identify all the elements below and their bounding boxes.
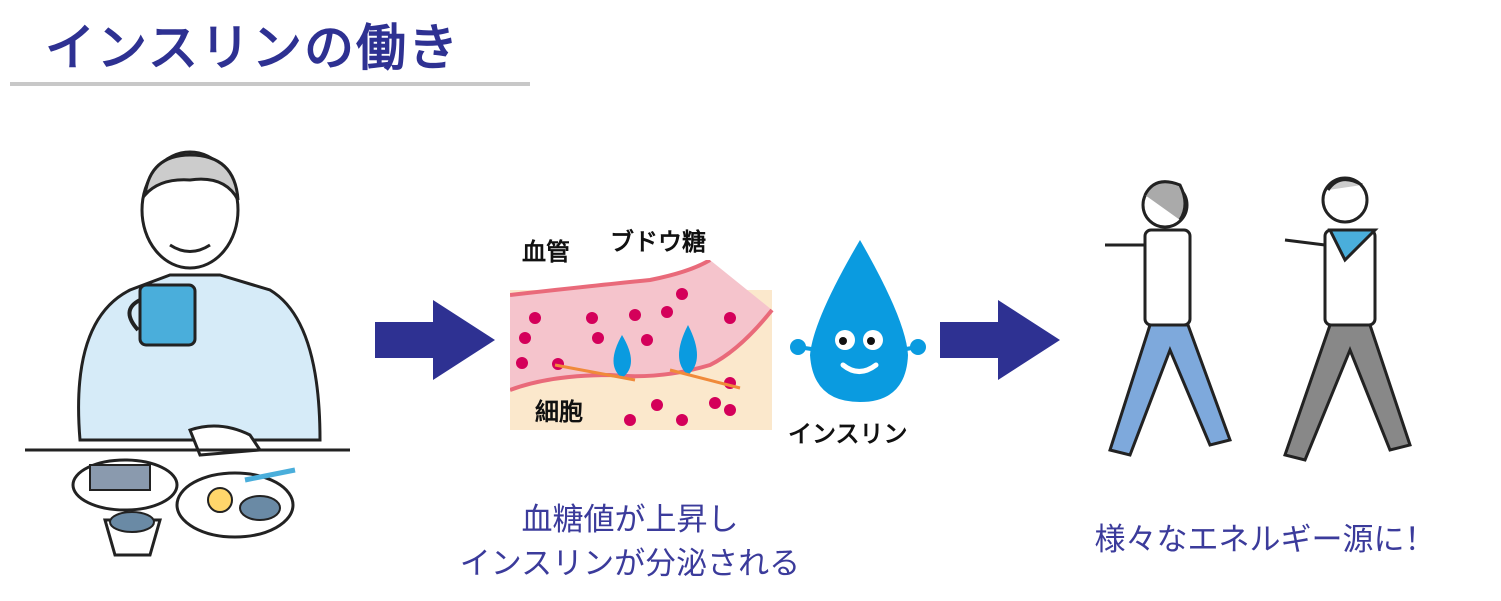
blood-vessel-label: 血管 <box>522 238 570 266</box>
caption-line-1: 血糖値が上昇し <box>521 502 739 538</box>
page-title: インスリンの働き <box>45 19 460 77</box>
insulin-character <box>790 240 926 402</box>
insulin-label: インスリン <box>788 420 908 448</box>
right-arrow-icon <box>375 300 495 380</box>
caption-blood-sugar: 血糖値が上昇し インスリンが分泌される <box>430 498 830 586</box>
blood-vessel-diagram <box>510 260 774 430</box>
caption-line-2: インスリンが分泌される <box>459 546 801 582</box>
man-eating-illustration <box>25 150 350 557</box>
glucose-dots <box>516 288 736 426</box>
walking-people-illustration <box>1105 176 1412 462</box>
glucose-label: ブドウ糖 <box>610 228 706 256</box>
title-underline <box>10 82 530 86</box>
caption-energy: 様々なエネルギー源に！ <box>1094 522 1436 558</box>
right-arrow-icon <box>940 300 1060 380</box>
cell-label: 細胞 <box>535 398 583 426</box>
